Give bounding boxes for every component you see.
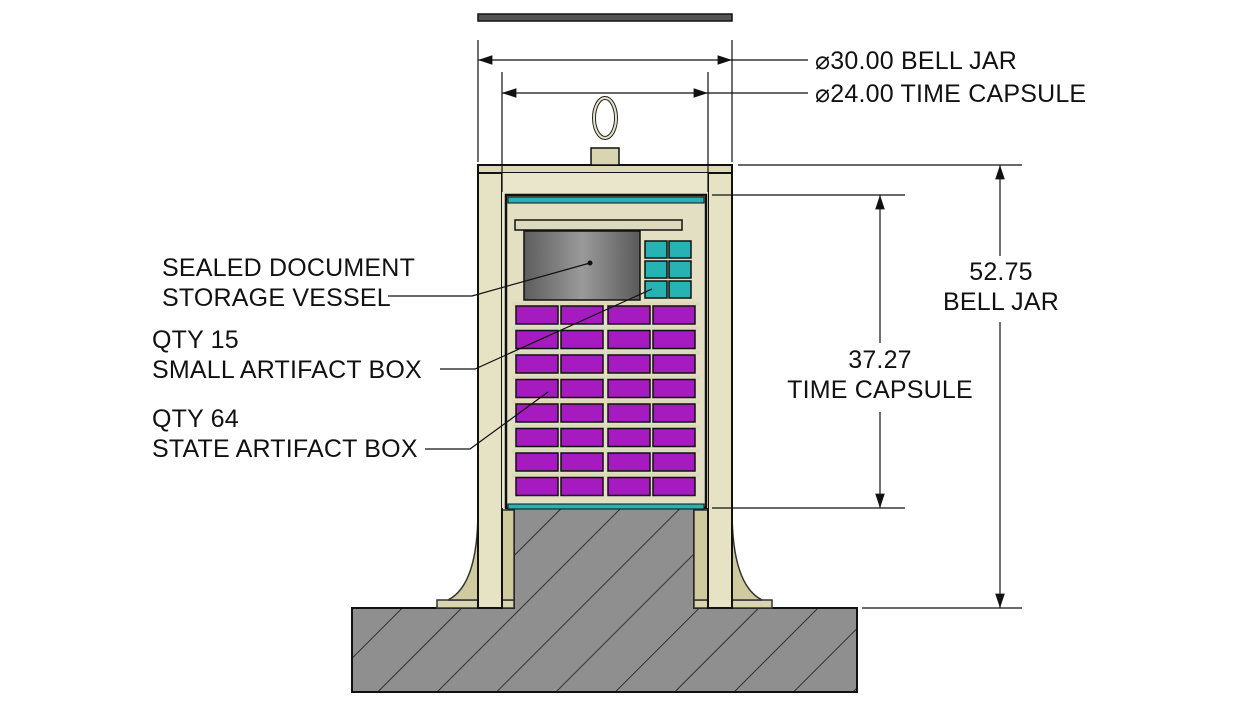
dim-label: BELL JAR — [942, 288, 1060, 316]
box-shelf — [512, 473, 700, 478]
callout-leaders — [388, 262, 653, 450]
state-artifact-box — [560, 427, 604, 448]
box-shelf — [512, 302, 700, 306]
time-capsule — [504, 193, 708, 510]
state-artifact-box — [652, 476, 696, 497]
dim-capsule-height: 37.27 TIME CAPSULE — [787, 345, 973, 405]
diameter-symbol: ⌀ — [815, 80, 831, 108]
callout-line: STORAGE VESSEL — [162, 284, 391, 312]
state-artifact-box — [560, 329, 604, 350]
dim-value: 52.75 — [969, 258, 1033, 286]
callout-line: SEALED DOCUMENT — [162, 254, 416, 282]
dimension-lines — [477, 40, 1022, 609]
small-artifact-box — [668, 240, 692, 259]
callout-line: QTY 64 — [152, 405, 239, 433]
state-artifact-box — [607, 476, 651, 497]
dim-label: BELL JAR — [900, 47, 1017, 75]
state-artifact-boxes — [512, 302, 700, 497]
state-artifact-box — [607, 378, 651, 399]
state-artifact-box — [560, 354, 604, 374]
small-artifact-boxes — [644, 240, 692, 299]
state-artifact-box — [652, 305, 696, 325]
box-shelf — [512, 326, 700, 331]
box-shelf — [512, 375, 700, 380]
state-artifact-box — [560, 305, 604, 325]
state-artifact-box — [515, 452, 559, 472]
box-shelf — [512, 424, 700, 429]
state-artifact-box — [652, 427, 696, 448]
box-shelf — [512, 400, 700, 404]
concrete-pedestal — [351, 507, 858, 693]
bell-jar-lid — [477, 13, 733, 22]
callout-line: STATE ARTIFACT BOX — [152, 435, 418, 463]
state-artifact-box — [560, 476, 604, 497]
callout-line: QTY 15 — [152, 326, 239, 354]
state-artifact-box — [607, 427, 651, 448]
dim-value: 30.00 — [830, 47, 894, 75]
dim-label: TIME CAPSULE — [900, 80, 1087, 108]
state-artifact-box — [515, 378, 559, 399]
state-artifact-box — [652, 354, 696, 374]
small-artifact-box — [668, 260, 692, 279]
state-artifact-box — [515, 476, 559, 497]
diameter-symbol: ⌀ — [815, 47, 831, 75]
eyebolt — [590, 96, 620, 166]
state-artifact-box — [560, 403, 604, 423]
small-artifact-box — [668, 280, 692, 299]
dim-value: 37.27 — [848, 346, 912, 374]
box-shelf — [512, 449, 700, 453]
state-artifact-box — [652, 329, 696, 350]
state-artifact-box — [515, 403, 559, 423]
state-artifact-box — [515, 354, 559, 374]
state-artifact-box — [515, 305, 559, 325]
callout-small-box: QTY 15 SMALL ARTIFACT BOX — [152, 325, 422, 385]
dim-bell-jar-diameter: ⌀30.00 BELL JAR — [815, 46, 1017, 76]
dim-bell-jar-height: 52.75 BELL JAR — [943, 257, 1059, 317]
small-artifact-box — [644, 280, 668, 299]
box-shelf — [512, 351, 700, 355]
dim-capsule-diameter: ⌀24.00 TIME CAPSULE — [815, 79, 1086, 109]
state-artifact-box — [607, 329, 651, 350]
state-artifact-box — [607, 305, 651, 325]
dim-label: TIME CAPSULE — [787, 376, 973, 404]
small-artifact-box — [644, 240, 668, 259]
state-artifact-box — [607, 354, 651, 374]
state-artifact-box — [515, 329, 559, 350]
state-artifact-box — [515, 427, 559, 448]
state-artifact-box — [652, 378, 696, 399]
small-artifact-box — [644, 260, 668, 279]
state-artifact-box — [652, 403, 696, 423]
state-artifact-box — [560, 452, 604, 472]
state-artifact-box — [652, 452, 696, 472]
state-artifact-box — [607, 452, 651, 472]
callout-line: SMALL ARTIFACT BOX — [152, 356, 422, 384]
dim-value: 24.00 — [830, 80, 894, 108]
callout-state-box: QTY 64 STATE ARTIFACT BOX — [152, 404, 418, 464]
state-artifact-box — [560, 378, 604, 399]
callout-vessel: SEALED DOCUMENT STORAGE VESSEL — [162, 253, 415, 313]
state-artifact-box — [607, 403, 651, 423]
